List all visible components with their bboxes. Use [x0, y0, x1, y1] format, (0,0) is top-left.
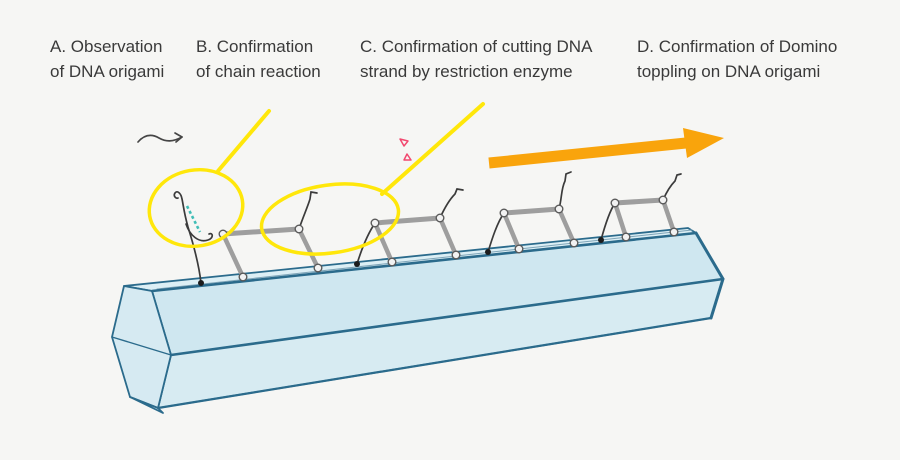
beam-bottom-edge: [156, 316, 713, 410]
joint: [554, 204, 564, 214]
domino-unit-3: [354, 188, 464, 267]
strand-anchor-dot: [598, 237, 604, 243]
domino-leg: [372, 220, 395, 265]
enzyme-marker-up-icon: [403, 153, 412, 161]
beam-hex-diagonal-edge: [111, 336, 172, 356]
joint: [294, 224, 304, 234]
domino-leg: [556, 206, 577, 246]
label-d: D. Confirmation of Domino toppling on DN…: [637, 34, 837, 84]
annotations: [137, 102, 724, 256]
sticky-end-strand: [662, 173, 682, 201]
squiggle-arrow-icon: [137, 134, 183, 143]
joint: [514, 244, 524, 254]
label-d-line2: toppling on DNA origami: [637, 62, 821, 81]
dna-origami-beam: [111, 227, 725, 414]
anchor-strand: [487, 212, 505, 253]
joint: [435, 213, 445, 223]
domino-leg: [296, 226, 321, 271]
highlight-ellipse-1: [147, 167, 245, 249]
joint: [387, 257, 397, 267]
beam-bottom-sliver: [129, 396, 164, 414]
squiggle-arrowhead: [174, 132, 183, 143]
domino-top-bar: [372, 215, 443, 226]
label-d-line1: D. Confirmation of Domino: [637, 37, 838, 56]
joint: [313, 263, 323, 273]
anchor-strand: [600, 202, 616, 241]
callout-line-b: [216, 109, 271, 173]
sticky-end-strand: [298, 191, 318, 230]
callout-line-c: [380, 102, 485, 196]
label-b: B. Confirmation of chain reaction: [196, 34, 321, 84]
highlight-ellipse-2: [259, 182, 401, 256]
joint: [610, 198, 620, 208]
label-b-line1: B. Confirmation: [196, 37, 314, 56]
joint: [658, 195, 668, 205]
joint: [451, 250, 461, 260]
strand-anchor-dot: [485, 249, 491, 255]
strand-anchor-dot: [354, 261, 360, 267]
label-a-line2: of DNA origami: [50, 62, 165, 81]
joint: [569, 238, 579, 248]
sticky-end-strand: [558, 171, 572, 210]
sticky-end-strand: [439, 188, 464, 219]
domino-unit-4: [485, 171, 579, 255]
joint: [238, 272, 248, 282]
label-a-line1: A. Observation: [50, 37, 163, 56]
domino-unit-2: [218, 191, 323, 282]
domino-leg: [501, 210, 522, 252]
direction-arrow-shaft: [488, 137, 687, 169]
domino-leg: [612, 200, 629, 240]
domino-leg: [220, 231, 246, 280]
joint: [669, 227, 679, 237]
dna-strand-curve: [173, 190, 202, 284]
dna-strand-teal-marks: [185, 205, 202, 233]
joint: [370, 218, 380, 228]
enzyme-marker-down-icon: [399, 138, 409, 147]
domino-top-bar: [612, 197, 666, 206]
direction-arrow-icon: [683, 128, 724, 158]
label-b-line2: of chain reaction: [196, 62, 321, 81]
domino-unit-1-strand: [173, 190, 214, 286]
label-a: A. Observation of DNA origami: [50, 34, 164, 84]
domino-leg: [437, 215, 459, 258]
label-c: C. Confirmation of cutting DNA strand by…: [360, 34, 592, 84]
beam-ridge-edge: [169, 277, 725, 357]
domino-leg: [660, 197, 677, 235]
domino-unit-5: [598, 173, 682, 243]
domino-top-bar: [501, 206, 562, 216]
beam-right-cap-edge: [694, 231, 725, 320]
joint: [621, 232, 631, 242]
strand-anchor-dot: [198, 280, 204, 286]
dna-strand-branch: [185, 223, 214, 242]
label-c-line2: strand by restriction enzyme: [360, 62, 573, 81]
joint: [499, 208, 509, 218]
label-c-line1: C. Confirmation of cutting DNA: [360, 37, 593, 56]
